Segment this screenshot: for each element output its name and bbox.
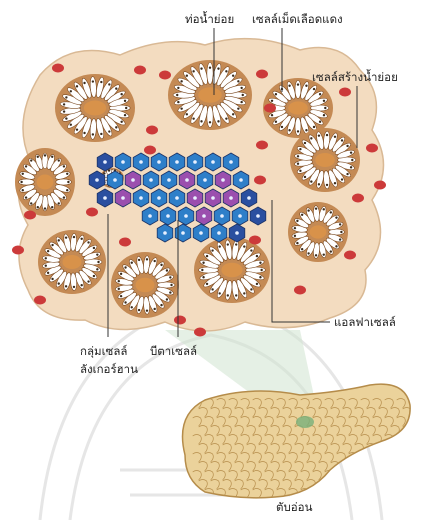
beta-cell	[115, 153, 131, 171]
alpha-cell	[115, 189, 131, 207]
red-blood-cell	[24, 211, 36, 220]
alpha-cell	[187, 189, 203, 207]
red-blood-cell	[34, 296, 46, 305]
beta-cell	[143, 171, 159, 189]
label-islet-line2: ลังเกอร์ฮาน	[80, 362, 138, 376]
beta-cell	[187, 153, 203, 171]
beta-cell	[160, 207, 176, 225]
beta-cell	[193, 224, 209, 242]
red-blood-cell	[134, 66, 146, 75]
red-blood-cell	[339, 88, 351, 97]
islet-cell	[97, 153, 113, 171]
beta-cell	[214, 207, 230, 225]
acinus	[111, 252, 179, 318]
label-islet-line1: กลุ่มเซลล์	[80, 344, 127, 358]
islet-cell	[241, 189, 257, 207]
red-blood-cell	[352, 194, 364, 203]
acinus	[194, 237, 270, 303]
red-blood-cell	[374, 181, 386, 190]
beta-cell	[223, 153, 239, 171]
beta-cell	[197, 171, 213, 189]
acinus	[168, 60, 252, 130]
alpha-cell	[179, 171, 195, 189]
label-acinar-cell: เซลล์สร้างน้ำย่อย	[312, 70, 398, 84]
alpha-cell	[125, 171, 141, 189]
label-pancreas: ตับอ่อน	[276, 500, 312, 514]
red-blood-cell	[249, 236, 261, 245]
beta-cell	[232, 207, 248, 225]
red-blood-cell	[256, 141, 268, 150]
red-blood-cell	[254, 176, 266, 185]
beta-cell	[178, 207, 194, 225]
label-alpha-cell: แอลฟาเซลล์	[334, 315, 396, 329]
red-blood-cell	[119, 238, 131, 247]
islet-cell	[250, 207, 266, 225]
islet-cell	[89, 171, 105, 189]
acinus	[288, 202, 348, 262]
beta-cell	[107, 171, 123, 189]
red-blood-cell	[174, 316, 186, 325]
red-blood-cell	[144, 146, 156, 155]
beta-cell	[169, 153, 185, 171]
label-beta-cell: บีตาเซลล์	[150, 344, 197, 358]
beta-cell	[205, 153, 221, 171]
beta-cell	[133, 189, 149, 207]
red-blood-cell	[86, 208, 98, 217]
label-rbc: เซลล์เม็ดเลือดแดง	[252, 12, 343, 26]
beta-cell	[233, 171, 249, 189]
red-blood-cell	[344, 251, 356, 260]
red-blood-cell	[366, 144, 378, 153]
label-duct: ท่อน้ำย่อย	[185, 12, 234, 26]
beta-cell	[133, 153, 149, 171]
beta-cell	[161, 171, 177, 189]
red-blood-cell	[264, 104, 276, 113]
islet-marker	[296, 416, 314, 428]
red-blood-cell	[294, 286, 306, 295]
red-blood-cell	[52, 64, 64, 73]
red-blood-cell	[12, 246, 24, 255]
alpha-cell	[215, 171, 231, 189]
alpha-cell	[205, 189, 221, 207]
alpha-cell	[196, 207, 212, 225]
beta-cell	[142, 207, 158, 225]
beta-cell	[151, 153, 167, 171]
red-blood-cell	[256, 70, 268, 79]
beta-cell	[211, 224, 227, 242]
red-blood-cell	[146, 126, 158, 135]
red-blood-cell	[194, 328, 206, 337]
acinus	[38, 230, 106, 294]
islet-cell	[229, 224, 245, 242]
acinus	[15, 148, 75, 216]
alpha-cell	[223, 189, 239, 207]
beta-cell	[169, 189, 185, 207]
red-blood-cell	[159, 71, 171, 80]
acinus	[290, 128, 360, 192]
islet-cell	[97, 189, 113, 207]
acinus	[55, 74, 135, 142]
beta-cell	[157, 224, 173, 242]
beta-cell	[151, 189, 167, 207]
